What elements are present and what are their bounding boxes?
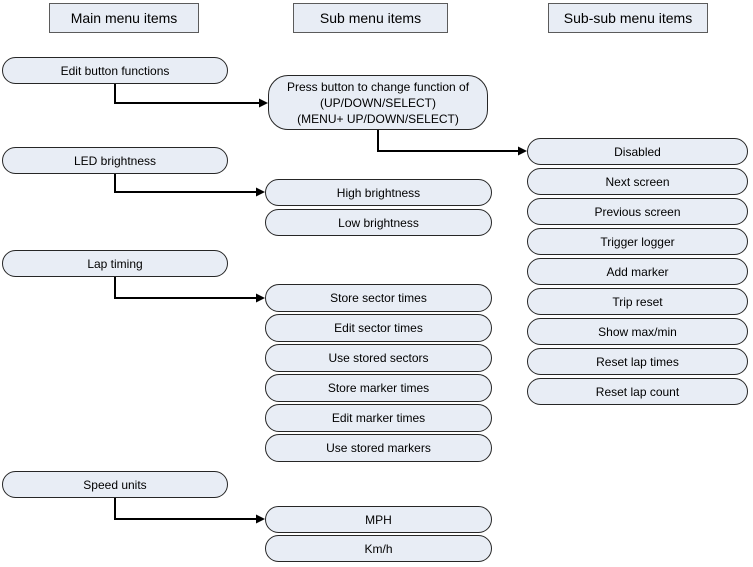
submenu-item-edit-sector-times: Edit sector times [265,314,492,342]
submenu-item-use-stored-markers: Use stored markers [265,434,492,462]
connector-edit-buttons-to-press-note [114,84,268,108]
subsubmenu-item-add-marker: Add marker [527,258,748,285]
connector-led-brightness-to-high-brightness [114,174,265,197]
menu-item-speed-units: Speed units [2,471,228,498]
subsubmenu-item-show-max-min: Show max/min [527,318,748,345]
submenu-item-edit-marker-times: Edit marker times [265,404,492,432]
press-note-line-3: (MENU+ UP/DOWN/SELECT) [297,111,459,126]
menu-item-edit-button-functions: Edit button functions [2,57,228,84]
submenu-item-store-sector-times: Store sector times [265,284,492,312]
column-header-main-menu: Main menu items [49,3,199,33]
subsubmenu-item-disabled: Disabled [527,138,748,165]
subsubmenu-item-reset-lap-count: Reset lap count [527,378,748,405]
column-header-sub-menu: Sub menu items [293,3,448,33]
submenu-item-low-brightness: Low brightness [265,209,492,236]
submenu-item-high-brightness: High brightness [265,179,492,206]
subsubmenu-item-next-screen: Next screen [527,168,748,195]
subsubmenu-item-previous-screen: Previous screen [527,198,748,225]
column-header-sub-sub-menu: Sub-sub menu items [548,3,708,33]
subsubmenu-item-reset-lap-times: Reset lap times [527,348,748,375]
connector-speed-units-to-mph [114,498,265,524]
subsubmenu-item-trigger-logger: Trigger logger [527,228,748,255]
press-note-line-1: Press button to change function of [286,79,470,94]
connector-press-note-to-disabled [377,130,527,156]
submenu-item-use-stored-sectors: Use stored sectors [265,344,492,372]
press-note-line-2: (UP/DOWN/SELECT) [319,95,436,110]
submenu-item-kmh: Km/h [265,535,492,562]
submenu-item-press-button-note: Press button to change function of (UP/D… [268,75,488,130]
menu-item-led-brightness: LED brightness [2,147,228,174]
connector-lap-timing-to-store-sector-times [114,277,265,303]
subsubmenu-item-trip-reset: Trip reset [527,288,748,315]
submenu-item-mph: MPH [265,506,492,533]
submenu-item-store-marker-times: Store marker times [265,374,492,402]
menu-item-lap-timing: Lap timing [2,250,228,277]
